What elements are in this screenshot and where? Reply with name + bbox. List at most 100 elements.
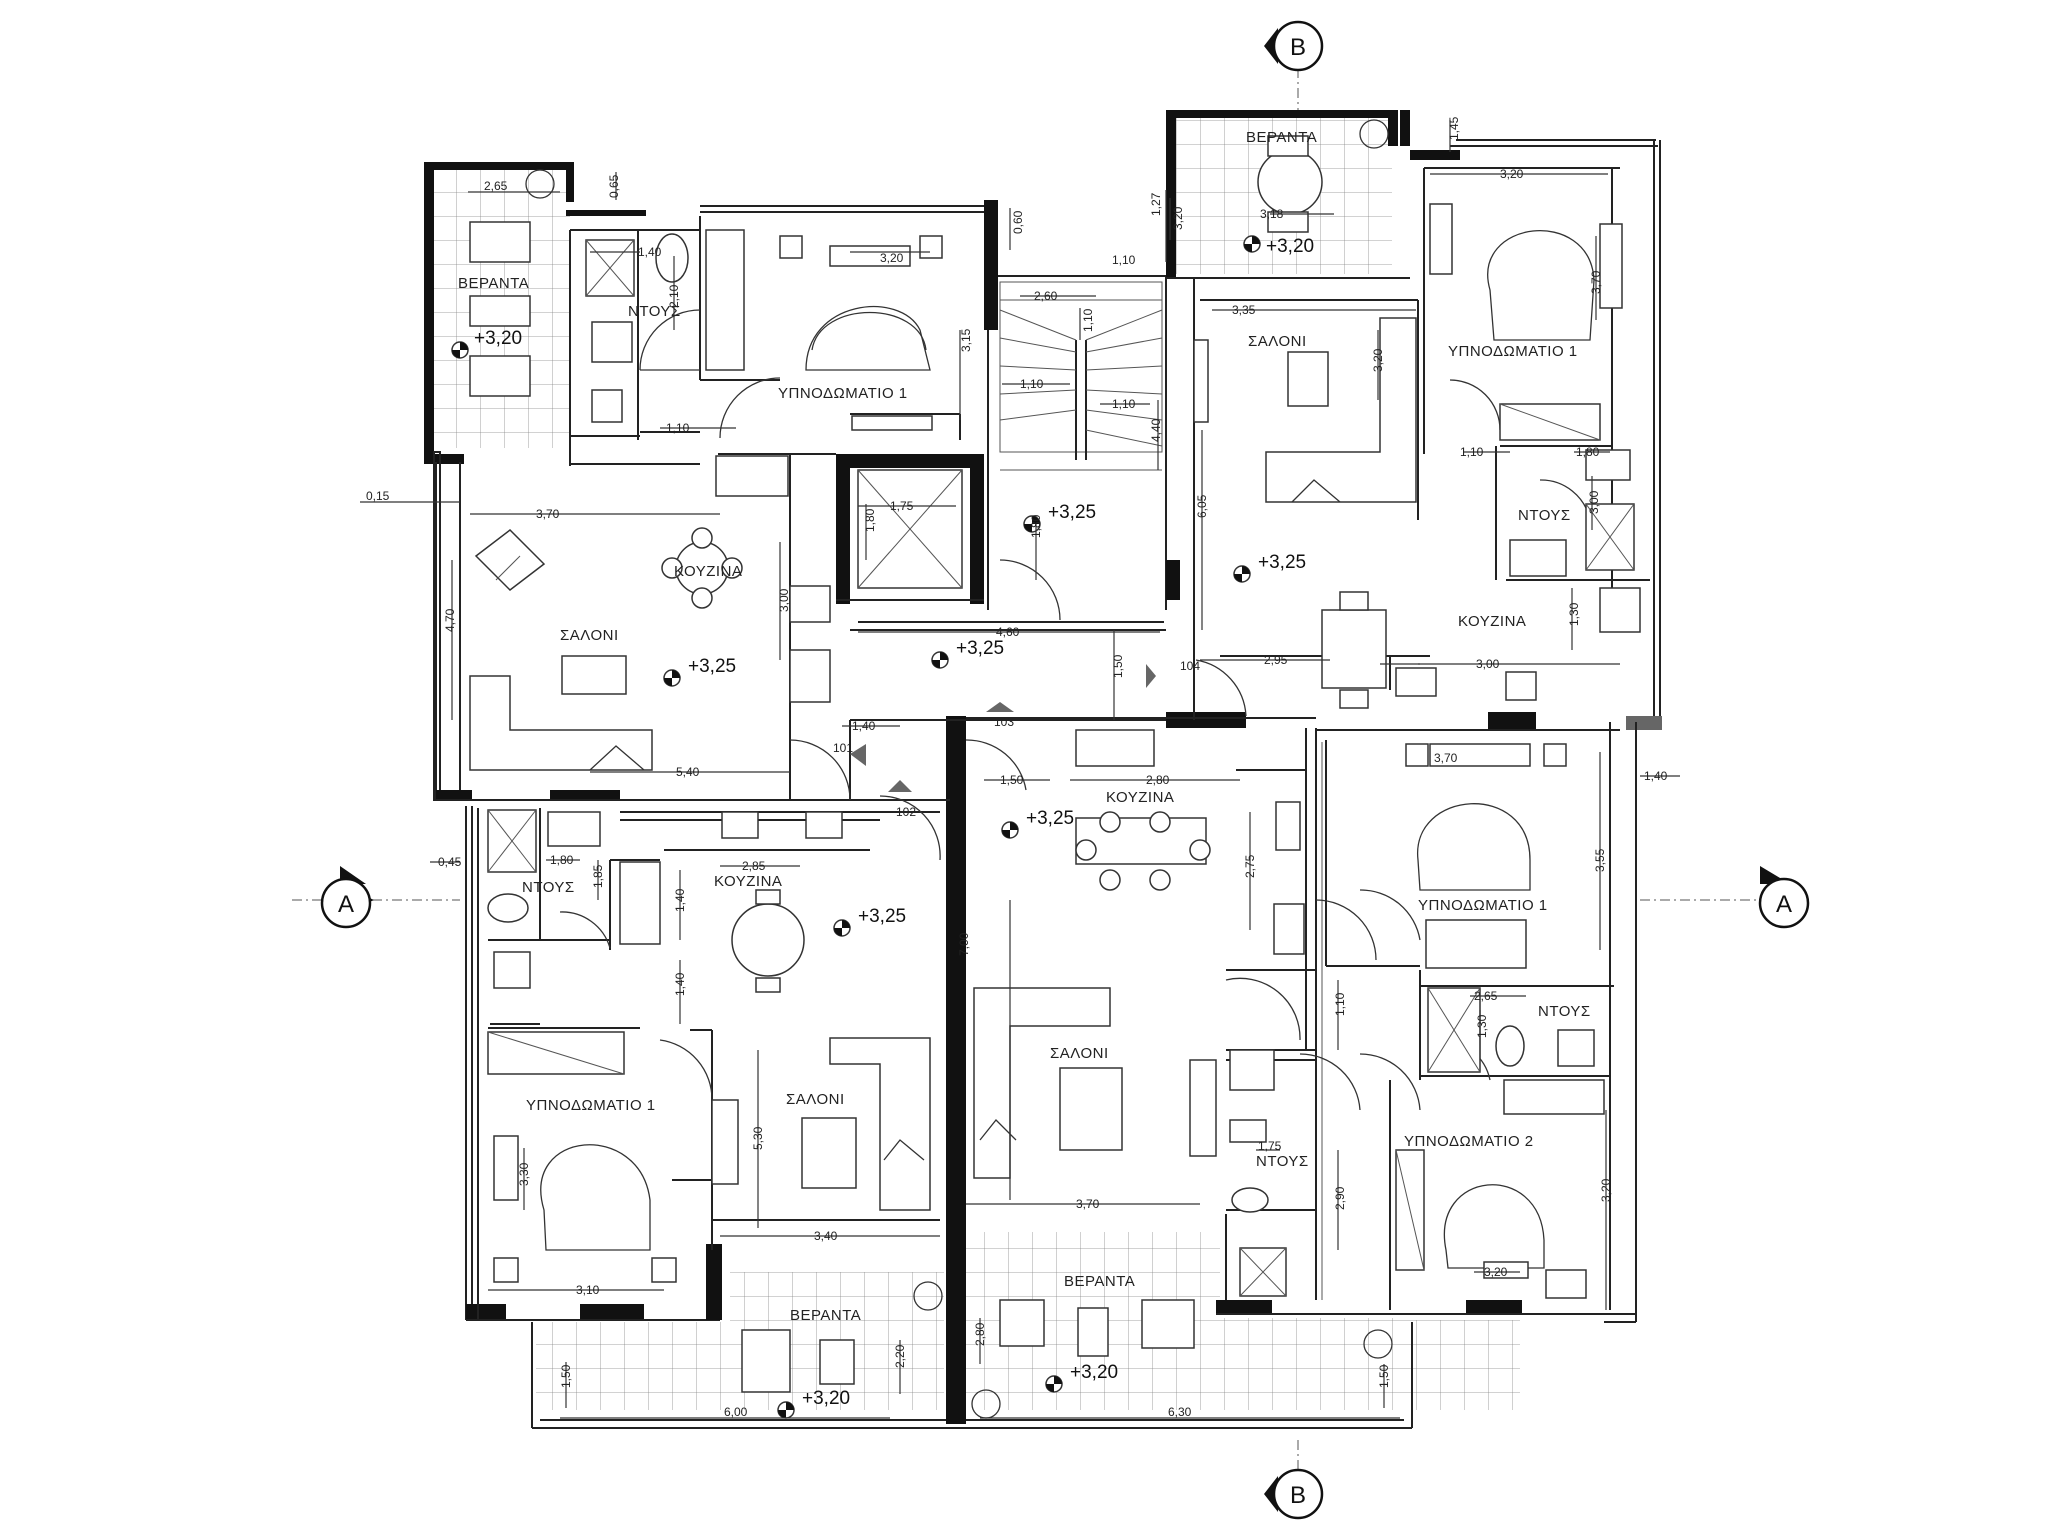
dim-label: 3,20: [1371, 348, 1385, 372]
dim-label: 2,80: [973, 1322, 987, 1346]
elevator: [857, 469, 963, 589]
dim-label: 3,70: [536, 507, 560, 521]
level-l6: +3,25: [1026, 808, 1074, 829]
dim-label: 4,40: [1149, 418, 1163, 442]
door-101: 101: [833, 741, 853, 755]
entry-arrows: [850, 664, 1156, 792]
room-label-ne-ntous: ΝΤΟΥΣ: [1518, 507, 1571, 524]
dim-label: 7,00: [957, 932, 971, 956]
dim-label: 1,50: [1000, 773, 1024, 787]
dim-label: 1,30: [1567, 602, 1581, 626]
dim-label: 3,10: [576, 1283, 600, 1297]
room-label-se-saloni: ΣΑΛΟΝΙ: [1050, 1045, 1109, 1062]
dim-label: 1,80: [550, 853, 574, 867]
section-a-right: A: [1640, 866, 1810, 929]
room-label-sw-kitchen: ΚΟΥΖΙΝΑ: [714, 873, 782, 890]
dim-label: 1,40: [673, 972, 687, 996]
dim-label: 0,65: [607, 174, 621, 198]
dim-label: 3,18: [1260, 207, 1284, 221]
section-a-left-label: A: [338, 891, 354, 918]
level-marker: +3,20: [777, 1388, 850, 1419]
dim-label: 2,65: [1474, 989, 1498, 1003]
level-l2: +3,25: [1048, 502, 1096, 523]
dim-label: 3,00: [1587, 490, 1601, 514]
dim-label: 1,80: [863, 508, 877, 532]
room-label-ne-veranta: ΒΕΡΑΝΤΑ: [1246, 129, 1317, 146]
level-marker: +3,25: [1023, 502, 1096, 533]
room-label-nw-saloni: ΣΑΛΟΝΙ: [560, 627, 619, 644]
section-b-top: B: [1264, 20, 1324, 110]
interior-partitions: [477, 167, 1650, 1320]
dim-label: 3,20: [880, 251, 904, 265]
room-label-se-bed1: ΥΠΝΟΔΩΜΑΤΙΟ 1: [1418, 897, 1548, 914]
outer-walls: [424, 110, 1662, 1429]
room-label-s-veranta: ΒΕΡΑΝΤΑ: [1064, 1273, 1135, 1290]
door-102: 102: [896, 805, 916, 819]
dim-label: 6,00: [724, 1405, 748, 1419]
dimension-labels: 2,65 0,65 1,40 2,10 3,20 0,60 3,15 1,27 …: [366, 116, 1668, 1419]
room-label-nw-kitchen: ΚΟΥΖΙΝΑ: [674, 563, 742, 580]
dim-label: 2,75: [1243, 854, 1257, 878]
level-markers: +3,20 +3,25 +3,25 +3,25 +3,25 +3,25 +3,2…: [451, 235, 1314, 1419]
dim-label: 2,20: [893, 1344, 907, 1368]
level-marker: +3,25: [663, 656, 736, 687]
se-veranta-floor: [1400, 1320, 1520, 1410]
level-marker: +3,20: [1045, 1362, 1118, 1393]
dim-label: 3,70: [1589, 270, 1603, 294]
dim-label: 3,55: [1593, 848, 1607, 872]
dim-label: 3,20: [1500, 167, 1524, 181]
level-marker: +3,25: [1233, 552, 1306, 583]
level-l3: +3,25: [1258, 552, 1306, 573]
dim-label: 1,10: [1460, 445, 1484, 459]
dim-label: 2,65: [484, 179, 508, 193]
dim-label: 5,30: [751, 1126, 765, 1150]
dim-label: 6,05: [1195, 494, 1209, 518]
section-b-bottom-label: B: [1290, 1482, 1306, 1509]
dim-label: 3,70: [1434, 751, 1458, 765]
room-label-nw-veranta: ΒΕΡΑΝΤΑ: [458, 275, 529, 292]
level-l8: +3,20: [802, 1388, 850, 1409]
dim-label: 1,50: [1111, 654, 1125, 678]
dim-label: 1,10: [1020, 377, 1044, 391]
dim-label: 2,90: [1333, 1186, 1347, 1210]
dim-label: 3,40: [814, 1229, 838, 1243]
dim-label: 6,30: [1168, 1405, 1192, 1419]
dim-label: 1,50: [1377, 1364, 1391, 1388]
room-label-se-ntous-a: ΝΤΟΥΣ: [1538, 1003, 1591, 1020]
room-label-sw-veranta: ΒΕΡΑΝΤΑ: [790, 1307, 861, 1324]
dim-label: 2,95: [1264, 653, 1288, 667]
dim-label: 4,60: [996, 625, 1020, 639]
dim-label: 1,40: [638, 245, 662, 259]
level-l10: +3,20: [1266, 236, 1314, 257]
level-l1: +3,20: [474, 328, 522, 349]
section-b-bottom: B: [1264, 1440, 1324, 1520]
dim-label: 1,10: [1112, 253, 1136, 267]
level-marker: +3,20: [451, 328, 522, 359]
dim-label: 1,27: [1149, 192, 1163, 216]
dim-label: 1,10: [1112, 397, 1136, 411]
dim-label: 4,70: [443, 608, 457, 632]
room-label-ne-saloni: ΣΑΛΟΝΙ: [1248, 333, 1307, 350]
dim-label: 2,80: [1146, 773, 1170, 787]
dim-label: 1,45: [1447, 116, 1461, 140]
door-numbers: 101 102 103 104: [833, 659, 1200, 819]
dim-label: 0,15: [366, 489, 390, 503]
dim-label: 3,30: [517, 1162, 531, 1186]
dim-label: 2,60: [1034, 289, 1058, 303]
dim-label: 2,85: [742, 859, 766, 873]
dim-label: 3,35: [1232, 303, 1256, 317]
dim-label: 3,20: [1484, 1265, 1508, 1279]
room-label-se-kitchen: ΚΟΥΖΙΝΑ: [1106, 789, 1174, 806]
dim-label: 1,30: [1475, 1014, 1489, 1038]
level-l7: +3,25: [858, 906, 906, 927]
dim-label: 1,80: [1029, 514, 1043, 538]
room-label-se-bed2: ΥΠΝΟΔΩΜΑΤΙΟ 2: [1404, 1133, 1534, 1150]
dim-label: 1,40: [852, 719, 876, 733]
room-label-ne-bed1: ΥΠΝΟΔΩΜΑΤΙΟ 1: [1448, 343, 1578, 360]
level-marker: +3,25: [931, 638, 1004, 669]
stairs: [999, 281, 1163, 471]
dimension-lines: [360, 120, 1680, 1419]
level-l4: +3,25: [688, 656, 736, 677]
dim-label: 1,10: [1333, 992, 1347, 1016]
